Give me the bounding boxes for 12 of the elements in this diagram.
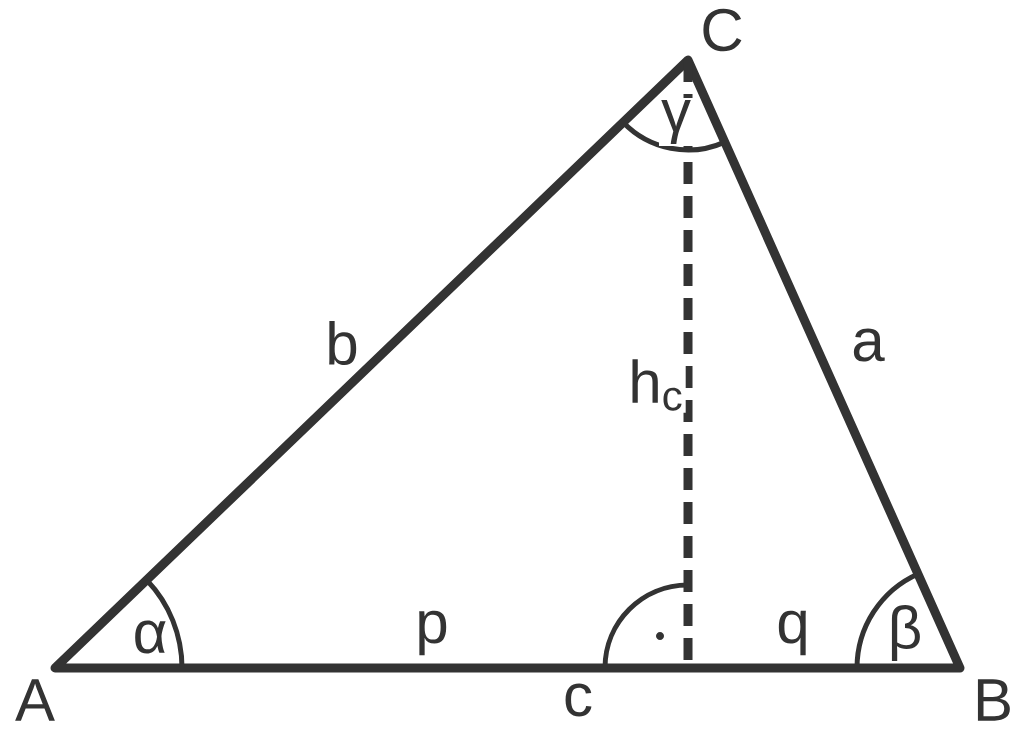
segment-label: q (778, 610, 806, 656)
vertex-label: C (703, 8, 742, 52)
angle-label: α (135, 620, 166, 654)
segment-label: p (419, 610, 447, 656)
vertex-label: A (15, 679, 55, 721)
angle-label: β (891, 605, 920, 661)
angle-label: γ (659, 97, 693, 147)
side-label: c (565, 683, 592, 717)
side-label: a (853, 328, 885, 362)
altitude-label: h$_{c}$ (626, 357, 686, 413)
vertex-label: B (977, 679, 1010, 721)
side-label: b (329, 320, 357, 366)
